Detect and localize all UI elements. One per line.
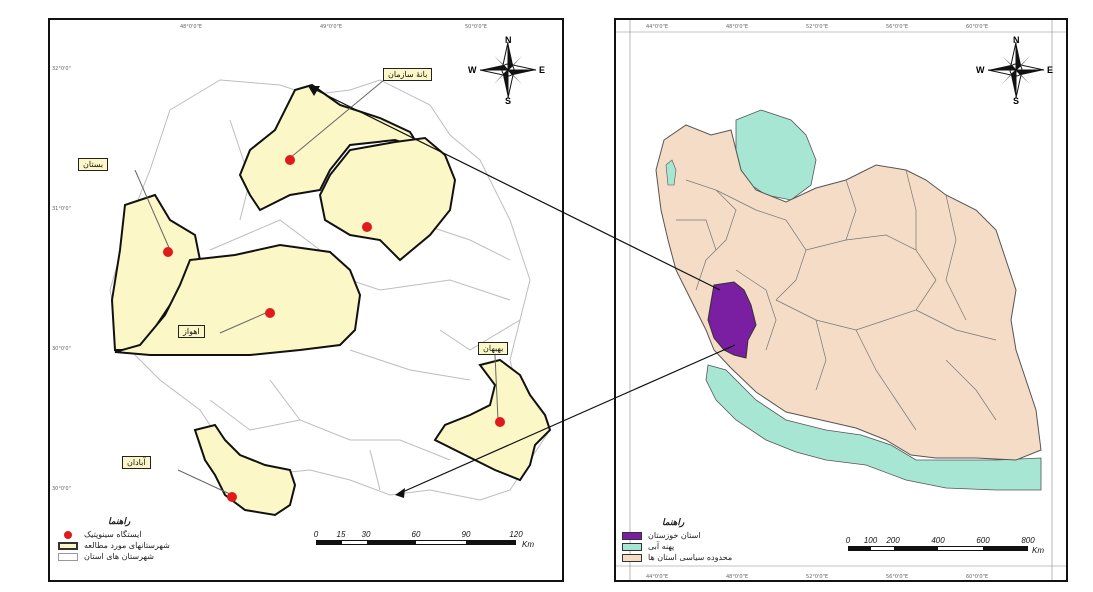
map-label: بهبهان (478, 342, 509, 355)
legend-title: راهنما (108, 517, 131, 527)
study-area-map: 48°0'0"E 49°0'0"E 50°0'0"E 32°0'0" 31°0'… (48, 18, 564, 582)
water-swatch (622, 542, 642, 551)
scale-tick: 200 (886, 536, 900, 545)
legend-label: شهرستانهای مورد مطالعه (84, 541, 170, 550)
compass-s: S (1013, 96, 1019, 105)
compass-s: S (505, 96, 511, 105)
scale-tick: 0 (313, 530, 319, 539)
svg-text:56°0'0"E: 56°0'0"E (886, 574, 908, 580)
county-abadan (193, 423, 297, 517)
svg-text:60°0'0"E: 60°0'0"E (966, 574, 988, 580)
compass-rose-icon: N S E W (468, 35, 545, 106)
svg-text:52°0'0"E: 52°0'0"E (806, 24, 828, 30)
provinces-swatch (622, 553, 642, 562)
scale-tick: 0 (845, 536, 851, 545)
compass-w: W (468, 65, 477, 75)
compass-w: W (976, 65, 985, 75)
station-point (163, 247, 173, 257)
iran-map-canvas: 44°0'0"E 48°0'0"E 52°0'0"E 56°0'0"E 60°0'0"E… (616, 20, 1066, 580)
legend-item: شهرستانهای مورد مطالعه (58, 540, 258, 551)
svg-text:30°0'0": 30°0'0" (52, 346, 71, 352)
compass-rose-icon: N S E W (976, 35, 1053, 106)
iran-overview-map: 44°0'0"E 48°0'0"E 52°0'0"E 56°0'0"E 60°0'0"E… (614, 18, 1068, 582)
legend-title: راهنما (662, 518, 685, 528)
north-arrow: N S E W (976, 35, 1056, 109)
scale-tick: 60 (411, 530, 421, 539)
scale-bar-segments (848, 546, 1028, 551)
station-point (265, 308, 275, 318)
legend-item: محدوده سیاسی استان ها (622, 552, 822, 563)
map-label: بستان (78, 158, 109, 171)
svg-text:50°0'0"E: 50°0'0"E (465, 24, 487, 30)
scale-tick: 120 (509, 530, 523, 539)
connector-arrow-head (395, 488, 405, 498)
khuzestan-province (707, 281, 757, 359)
scale-tick: 100 (863, 536, 878, 545)
svg-text:60°0'0"E: 60°0'0"E (966, 24, 988, 30)
svg-text:44°0'0"E: 44°0'0"E (646, 574, 668, 580)
legend-item: پهنه آبی (622, 541, 822, 552)
compass-n: N (1013, 35, 1020, 45)
graticule-labels: 44°0'0"E 48°0'0"E 52°0'0"E 56°0'0"E 60°0'0"E… (646, 24, 988, 580)
study-county-swatch (58, 541, 78, 550)
right-scale-bar: 0 100 200 400 600 800 Km (845, 536, 1044, 555)
legend-label: شهرستان های استان (84, 552, 154, 561)
legend-label: استان خوزستان (648, 531, 701, 540)
scale-tick: 800 (1021, 536, 1035, 545)
station-point (285, 155, 295, 165)
scale-tick: 400 (931, 536, 945, 545)
svg-text:48°0'0"E: 48°0'0"E (726, 574, 748, 580)
study-counties (110, 83, 552, 517)
legend-label: ایستگاه سینوپتیک (84, 530, 142, 539)
left-scale-bar: 0 15 30 60 90 120 Km (313, 530, 534, 549)
svg-text:30°0'0": 30°0'0" (52, 486, 71, 492)
legend-label: محدوده سیاسی استان ها (648, 553, 733, 562)
scale-bar-segments (316, 540, 516, 545)
map-label: اهواز (178, 325, 205, 338)
scale-tick: 30 (361, 530, 371, 539)
svg-text:48°0'0"E: 48°0'0"E (726, 24, 748, 30)
graticule-ticks: 48°0'0"E 49°0'0"E 50°0'0"E 32°0'0" 31°0'… (52, 24, 487, 492)
county-outline-swatch (58, 552, 78, 561)
left-legend: راهنما ایستگاه سینوپتیک شهرستانهای مورد … (58, 517, 258, 562)
svg-text:48°0'0"E: 48°0'0"E (180, 24, 202, 30)
svg-text:32°0'0": 32°0'0" (52, 66, 71, 72)
compass-e: E (1047, 65, 1053, 75)
legend-item: ایستگاه سینوپتیک (58, 529, 258, 540)
svg-text:31°0'0": 31°0'0" (52, 206, 71, 212)
scale-unit: Km (522, 540, 534, 549)
svg-text:49°0'0"E: 49°0'0"E (320, 24, 342, 30)
scale-unit: Km (1032, 546, 1044, 555)
map-label: آبادان (122, 456, 151, 469)
right-legend: راهنما استان خوزستان پهنه آبی محدوده سیا… (622, 518, 822, 563)
svg-text:44°0'0"E: 44°0'0"E (646, 24, 668, 30)
svg-text:56°0'0"E: 56°0'0"E (886, 24, 908, 30)
county-behbahan (433, 358, 552, 482)
legend-item: شهرستان های استان (58, 551, 258, 562)
scale-tick: 90 (461, 530, 471, 539)
station-point (495, 417, 505, 427)
station-point (227, 492, 237, 502)
scale-tick: 600 (976, 536, 990, 545)
station-icon (58, 530, 78, 539)
iran-provinces (655, 124, 1042, 461)
station-point (362, 222, 372, 232)
legend-item: استان خوزستان (622, 530, 822, 541)
khuzestan-swatch (622, 531, 642, 540)
north-arrow: N S E W (468, 35, 548, 109)
svg-text:52°0'0"E: 52°0'0"E (806, 574, 828, 580)
compass-e: E (539, 65, 545, 75)
map-label: بانهٔ سازمان (383, 68, 433, 81)
legend-label: پهنه آبی (648, 542, 675, 551)
persian-gulf (705, 364, 1042, 491)
compass-n: N (505, 35, 512, 45)
scale-tick: 15 (336, 530, 346, 539)
